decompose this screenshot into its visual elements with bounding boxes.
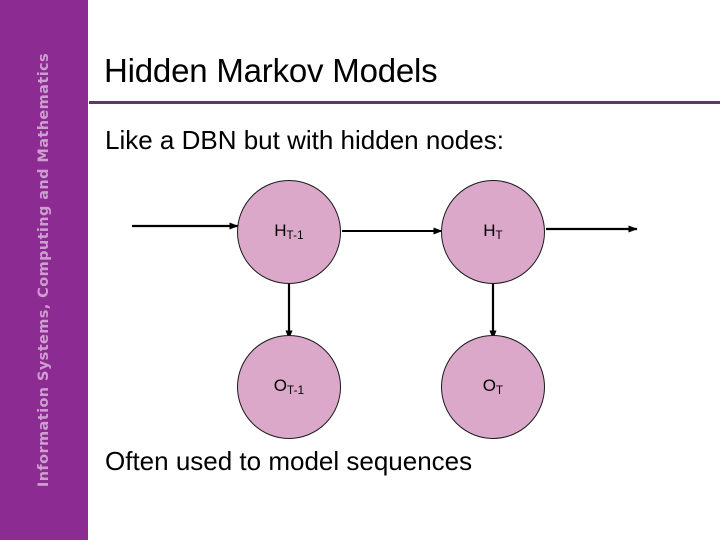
- node-hidden-t[interactable]: HT: [441, 180, 545, 284]
- node-subscript: T: [496, 384, 504, 397]
- page-title: Hidden Markov Models: [104, 52, 438, 89]
- node-subscript: T-1: [286, 229, 304, 242]
- node-label: HT: [483, 222, 503, 243]
- node-hidden-t-minus-1[interactable]: HT-1: [237, 180, 341, 284]
- node-base-symbol: H: [274, 220, 287, 240]
- node-label: OT-1: [274, 377, 304, 398]
- node-base-symbol: O: [482, 375, 496, 395]
- node-observed-t-minus-1[interactable]: OT-1: [237, 335, 341, 439]
- node-observed-t[interactable]: OT: [441, 335, 545, 439]
- node-base-symbol: H: [483, 220, 496, 240]
- node-base-symbol: O: [273, 375, 287, 395]
- node-label: OT: [483, 377, 503, 398]
- title-divider: [89, 101, 720, 104]
- node-label: HT-1: [274, 222, 304, 243]
- node-subscript: T: [495, 229, 503, 242]
- subtitle-text: Like a DBN but with hidden nodes:: [105, 125, 504, 155]
- node-subscript: T-1: [287, 384, 305, 397]
- sidebar-band: Information Systems, Computing and Mathe…: [0, 0, 88, 540]
- footer-text: Often used to model sequences: [105, 446, 473, 476]
